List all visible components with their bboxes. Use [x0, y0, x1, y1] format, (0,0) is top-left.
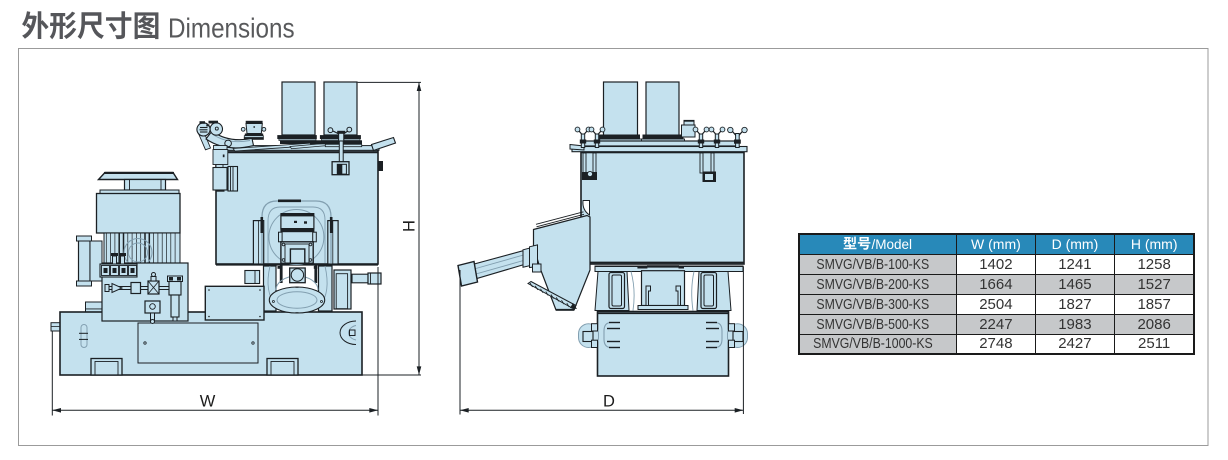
svg-text:D: D	[603, 393, 615, 411]
svg-text:W: W	[200, 393, 216, 411]
svg-text:H: H	[401, 220, 419, 232]
svg-text:/Model: /Model	[871, 237, 912, 252]
svg-text:Dimensions: Dimensions	[168, 13, 295, 44]
